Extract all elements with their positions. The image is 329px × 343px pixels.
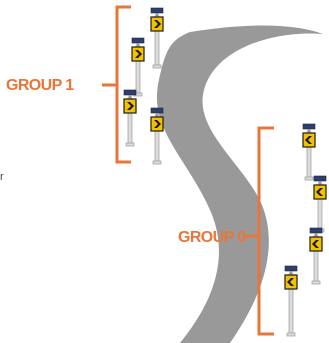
chevron-sign-icon (151, 17, 163, 31)
group-0-sign-post (310, 228, 322, 284)
pole-base (305, 177, 313, 180)
solar-panel-icon (314, 176, 326, 181)
panel-mount (156, 113, 159, 116)
group-0-sign-post (303, 124, 315, 180)
solar-panel-icon (151, 108, 163, 113)
pole-base (153, 161, 161, 164)
group-1-sign-post (132, 38, 144, 96)
panel-mount (315, 233, 318, 236)
chevron-sign-icon (285, 275, 297, 289)
pole-base (312, 281, 320, 284)
partial-text-fragment: r (0, 172, 4, 183)
winding-road (157, 26, 323, 343)
chevron-sign-icon (310, 237, 322, 251)
chevron-sign-icon (132, 47, 144, 61)
group-1-sign-post (151, 108, 163, 164)
panel-mount (129, 95, 132, 98)
panel-mount (137, 43, 140, 46)
solar-panel-icon (303, 124, 315, 129)
group-0-label: GROUP 0 (178, 230, 246, 246)
solar-panel-icon (285, 266, 297, 271)
chevron-sign-icon (151, 117, 163, 131)
solar-panel-icon (132, 38, 144, 43)
chevron-sign-icon (303, 133, 315, 147)
chevron-sign-icon (314, 185, 326, 199)
panel-mount (308, 129, 311, 132)
panel-mount (319, 181, 322, 184)
panel-mount (290, 271, 293, 274)
pole-base (287, 333, 295, 336)
pole-base (153, 65, 161, 68)
solar-panel-icon (310, 228, 322, 233)
solar-panel-icon (124, 90, 136, 95)
solar-panel-icon (151, 8, 163, 13)
group-0-sign-post (285, 266, 297, 336)
chevron-sign-icon (124, 99, 136, 113)
group-1-sign-post (151, 8, 163, 68)
group-1-sign-post (124, 90, 136, 146)
panel-mount (156, 13, 159, 16)
group-1-label: GROUP 1 (6, 78, 74, 94)
pole-base (126, 143, 134, 146)
group-0-sign-post (314, 176, 326, 232)
